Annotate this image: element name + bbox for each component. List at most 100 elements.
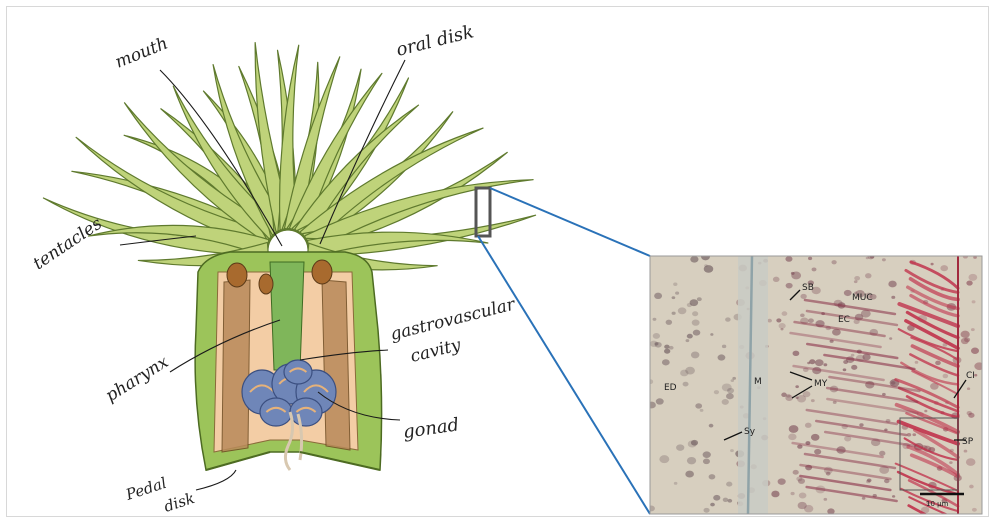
scale-bar-label: 10 µm xyxy=(926,500,949,508)
mesentery-knob-right xyxy=(312,260,332,284)
gonad-lobe xyxy=(260,398,292,426)
cell-dot xyxy=(691,440,698,446)
label-tentacles: tentacles xyxy=(30,213,107,274)
cell-dot xyxy=(703,459,710,465)
cell-dot xyxy=(949,461,952,464)
cell-dot xyxy=(700,409,704,412)
cell-dot xyxy=(653,318,657,321)
cell-dot xyxy=(686,339,690,342)
cell-dot xyxy=(659,455,669,463)
cell-dot xyxy=(726,393,734,399)
cell-dot xyxy=(778,478,786,484)
cell-dot xyxy=(683,382,689,387)
cell-dot xyxy=(967,387,970,390)
cell-dot xyxy=(678,307,687,314)
mesentery-right xyxy=(322,280,350,450)
cell-dot xyxy=(827,508,834,514)
cell-dot xyxy=(685,471,694,478)
cell-dot xyxy=(693,330,700,336)
cell-dot xyxy=(692,311,698,316)
cell-dot xyxy=(803,391,811,397)
micro-label-my: MY xyxy=(814,379,828,389)
mesentery-left xyxy=(222,280,250,452)
cell-dot xyxy=(779,323,786,329)
cell-dot xyxy=(793,470,799,475)
cell-dot xyxy=(725,317,731,321)
cell-dot xyxy=(701,253,710,260)
cell-dot xyxy=(674,482,678,485)
micro-label-sp: SP xyxy=(962,437,974,447)
cell-dot xyxy=(664,345,669,349)
cell-dot xyxy=(812,267,817,271)
label-oral-disk: oral disk xyxy=(394,21,476,61)
cell-dot xyxy=(669,346,674,350)
cell-dot xyxy=(722,383,732,391)
micro-label-ed: ED xyxy=(664,383,677,393)
cell-dot xyxy=(713,495,720,501)
cell-dot xyxy=(647,402,655,409)
cell-dot xyxy=(690,256,698,263)
cell-dot xyxy=(924,410,927,413)
cell-dot xyxy=(726,482,732,487)
cell-dot xyxy=(675,292,679,295)
cell-dot xyxy=(961,331,970,338)
cell-dot xyxy=(654,293,662,299)
tentacles-illustration xyxy=(43,43,535,270)
cell-dot xyxy=(943,374,949,378)
cell-dot xyxy=(723,498,728,502)
cell-dot xyxy=(964,450,968,453)
cell-dot xyxy=(666,320,672,325)
cell-dot xyxy=(866,480,871,484)
cell-dot xyxy=(815,359,824,366)
cell-dot xyxy=(800,314,805,318)
cell-dot xyxy=(868,254,874,259)
cell-dot xyxy=(915,361,919,364)
cell-dot xyxy=(854,280,858,283)
cell-dot xyxy=(673,283,677,286)
cell-dot xyxy=(690,299,699,306)
cell-dot xyxy=(865,273,871,278)
cell-dot xyxy=(664,349,670,354)
cell-dot xyxy=(935,361,941,366)
cell-dot xyxy=(796,397,799,399)
cell-dot xyxy=(843,368,847,371)
cell-dot xyxy=(697,297,702,301)
cell-dot xyxy=(809,359,815,364)
zoom-line-bottom xyxy=(478,236,650,514)
cell-dot xyxy=(854,276,860,281)
cell-dot xyxy=(687,457,696,464)
cell-dot xyxy=(912,433,916,436)
cell-dot xyxy=(968,274,977,281)
label-gastrovascular-line2: cavity xyxy=(408,335,463,367)
cell-dot xyxy=(799,492,807,498)
cell-dot xyxy=(773,277,780,282)
cell-dot xyxy=(781,393,787,397)
cell-dot xyxy=(653,333,660,339)
cell-dot xyxy=(687,334,693,339)
cell-dot xyxy=(891,296,895,299)
cell-dot xyxy=(691,351,700,358)
cell-dot xyxy=(785,256,792,262)
cell-dot xyxy=(672,312,676,315)
cell-dot xyxy=(695,403,702,408)
cell-dot xyxy=(714,390,719,394)
cell-dot xyxy=(972,300,976,303)
micro-label-sb: SB xyxy=(802,283,814,293)
cell-dot xyxy=(710,333,713,336)
cell-dot xyxy=(940,265,948,271)
cell-dot xyxy=(808,318,814,323)
cell-dot xyxy=(888,281,896,288)
cell-dot xyxy=(709,474,716,479)
cell-dot xyxy=(791,492,795,495)
cell-dot xyxy=(782,311,788,316)
micro-label-ec: EC xyxy=(838,315,850,325)
cell-dot xyxy=(811,399,815,402)
cell-dot xyxy=(811,434,820,441)
cell-dot xyxy=(656,398,664,404)
mesentery-knob-left xyxy=(227,263,247,287)
cell-dot xyxy=(889,337,892,340)
micro-label-ci: CI xyxy=(966,371,975,381)
cell-dot xyxy=(805,423,812,428)
micro-label-m: M xyxy=(754,377,762,387)
